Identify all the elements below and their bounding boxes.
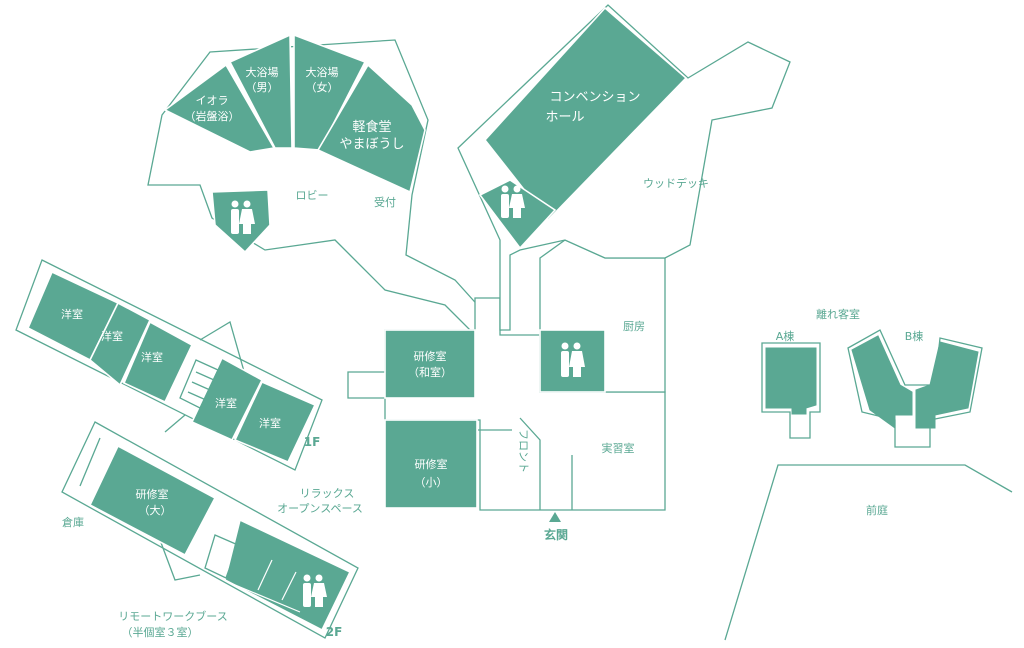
- label-training-japanese-sub: （和室）: [408, 365, 452, 379]
- label-western-2: 洋室: [101, 329, 123, 343]
- room-western-4: [190, 356, 264, 442]
- restroom-icon: [303, 574, 327, 607]
- label-western-1: 洋室: [61, 307, 83, 321]
- restroom-icon: [561, 342, 585, 377]
- label-front-garden: 前庭: [866, 503, 888, 517]
- restroom-icon: [501, 185, 525, 218]
- label-bath-men-sub: （男）: [246, 81, 279, 94]
- room-snack: [316, 63, 426, 194]
- label-remote-booth: リモートワークブース: [118, 609, 227, 623]
- label-convention: コンベンション: [549, 90, 640, 105]
- label-kitchen: 厨房: [623, 320, 645, 333]
- label-convention-sub: ホール: [545, 110, 584, 125]
- label-iora: イオラ: [196, 94, 229, 107]
- label-lobby: ロビー: [296, 189, 329, 202]
- label-annex-b: B棟: [905, 329, 924, 343]
- label-reception: 受付: [374, 196, 396, 209]
- label-remote-booth-sub: （半個室３室）: [122, 625, 199, 639]
- label-annex-a: A棟: [776, 329, 795, 343]
- label-training-large: 研修室: [136, 487, 169, 501]
- label-practice: 実習室: [602, 441, 635, 455]
- room-training-japanese: [384, 329, 476, 399]
- room-western-5: [233, 380, 317, 464]
- label-western-5: 洋室: [259, 416, 281, 430]
- label-training-small: 研修室: [415, 457, 448, 471]
- restroom-icon: [231, 200, 255, 234]
- label-snack: 軽食堂: [352, 119, 391, 135]
- label-iora-sub: （岩盤浴）: [185, 109, 240, 123]
- entrance-arrow-icon: [549, 512, 561, 522]
- label-training-small-sub: （小）: [415, 476, 448, 489]
- label-training-large-sub: （大）: [139, 503, 172, 517]
- front-garden-boundary: [724, 464, 1013, 641]
- label-bath-women-sub: （女）: [306, 80, 339, 94]
- annex-a-room: [765, 347, 817, 415]
- label-deck: ウッドデッキ: [643, 176, 709, 190]
- label-annex: 離れ客室: [816, 307, 860, 321]
- room-western-3: [122, 320, 194, 404]
- annex-b-room-left: [851, 335, 913, 429]
- room-training-large: [88, 444, 217, 557]
- label-bath-men: 大浴場: [246, 65, 279, 79]
- label-bath-women: 大浴場: [306, 65, 339, 79]
- label-relax-sub: オープンスペース: [277, 502, 363, 515]
- annex-b-room-right: [915, 341, 979, 429]
- label-western-4: 洋室: [215, 396, 237, 410]
- label-front: フロント: [517, 429, 530, 473]
- label-relax: リラックス: [300, 487, 355, 500]
- label-snack-sub: やまぼうし: [339, 137, 404, 152]
- room-bath-men: [228, 33, 293, 149]
- label-western-3: 洋室: [141, 350, 163, 364]
- label-entrance: 玄関: [544, 527, 568, 542]
- label-storage: 倉庫: [62, 515, 84, 529]
- room-iora: [163, 63, 276, 153]
- room-western-2: [89, 301, 152, 387]
- label-training-japanese: 研修室: [414, 349, 447, 363]
- label-2f: 2F: [326, 625, 343, 639]
- label-1f: 1F: [304, 435, 321, 449]
- room-training-small: [384, 419, 478, 509]
